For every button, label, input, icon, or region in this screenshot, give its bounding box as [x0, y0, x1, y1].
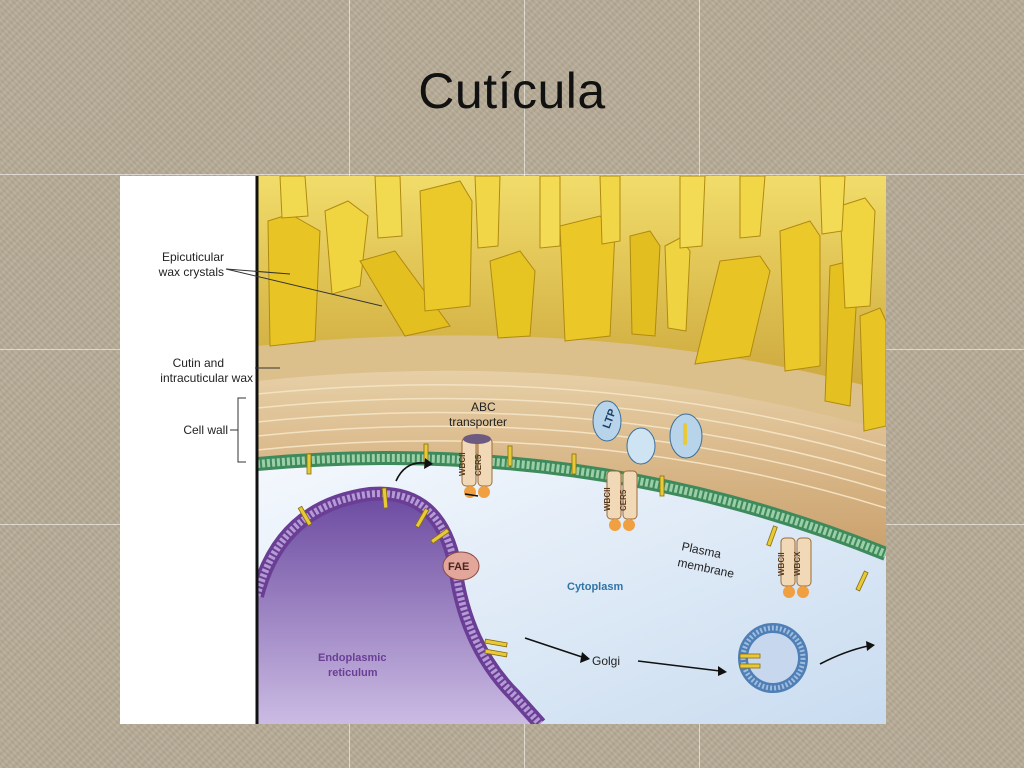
- cer5-label-1: CER5: [474, 454, 483, 476]
- abc-label-1: ABC: [471, 400, 496, 414]
- fae-label: FAE: [448, 561, 469, 573]
- wbcx-label: WBCX: [793, 551, 802, 576]
- wax-crystals: [267, 176, 886, 432]
- cell-wall-bracket: [230, 397, 246, 463]
- epicuticular-pointer-1: [225, 268, 291, 275]
- golgi-vesicle-inner: [740, 625, 806, 691]
- abc-transporter-3: [780, 537, 812, 598]
- arrow-heads: [424, 458, 875, 676]
- wbcii-label-2: WBCII: [603, 487, 612, 511]
- slide-title: Cutícula: [418, 63, 606, 119]
- cuticle-diagram-svg: ABC transporter LTP Plasma membrane Cyto…: [158, 176, 886, 724]
- cer5-label-2: CER5: [619, 489, 628, 511]
- grid-line-h1: [0, 174, 1024, 175]
- er-label-2: reticulum: [328, 667, 378, 679]
- cuticle-diagram: ABC transporter LTP Plasma membrane Cyto…: [120, 176, 886, 724]
- epicuticular-pointer-2: [225, 268, 383, 307]
- cutin-label-2: intracuticular wax: [160, 371, 253, 385]
- abc-label-2: transporter: [449, 415, 507, 429]
- flow-arrows: [395, 462, 869, 672]
- epicuticular-label-2: wax crystals: [158, 265, 224, 279]
- fae-enzyme: [442, 551, 480, 581]
- ltp-molecule-1: [592, 400, 622, 442]
- golgi-label: Golgi: [592, 654, 620, 668]
- cell-wall-fibers: [257, 384, 886, 509]
- cell-wall-label: Cell wall: [183, 423, 228, 437]
- er-lumen: [257, 493, 540, 724]
- wbcii-label-1: WBCII: [458, 452, 467, 476]
- plasma-membrane-inner: [257, 454, 886, 558]
- epicuticular-label-1: Epicuticular: [162, 250, 224, 264]
- diagram-artwork: ABC transporter LTP Plasma membrane Cyto…: [257, 176, 886, 724]
- abc-transporter-2: [606, 470, 638, 531]
- cutin-label-1: Cutin and: [173, 356, 224, 370]
- ltp-cargo: [683, 423, 687, 445]
- ltp-molecule-2: [626, 427, 656, 465]
- wbcii-label-3: WBCII: [777, 552, 786, 576]
- membrane-wax-molecules: [297, 443, 869, 669]
- er-label-1: Endoplasmic: [318, 652, 386, 664]
- cytoplasm-label: Cytoplasm: [567, 581, 623, 593]
